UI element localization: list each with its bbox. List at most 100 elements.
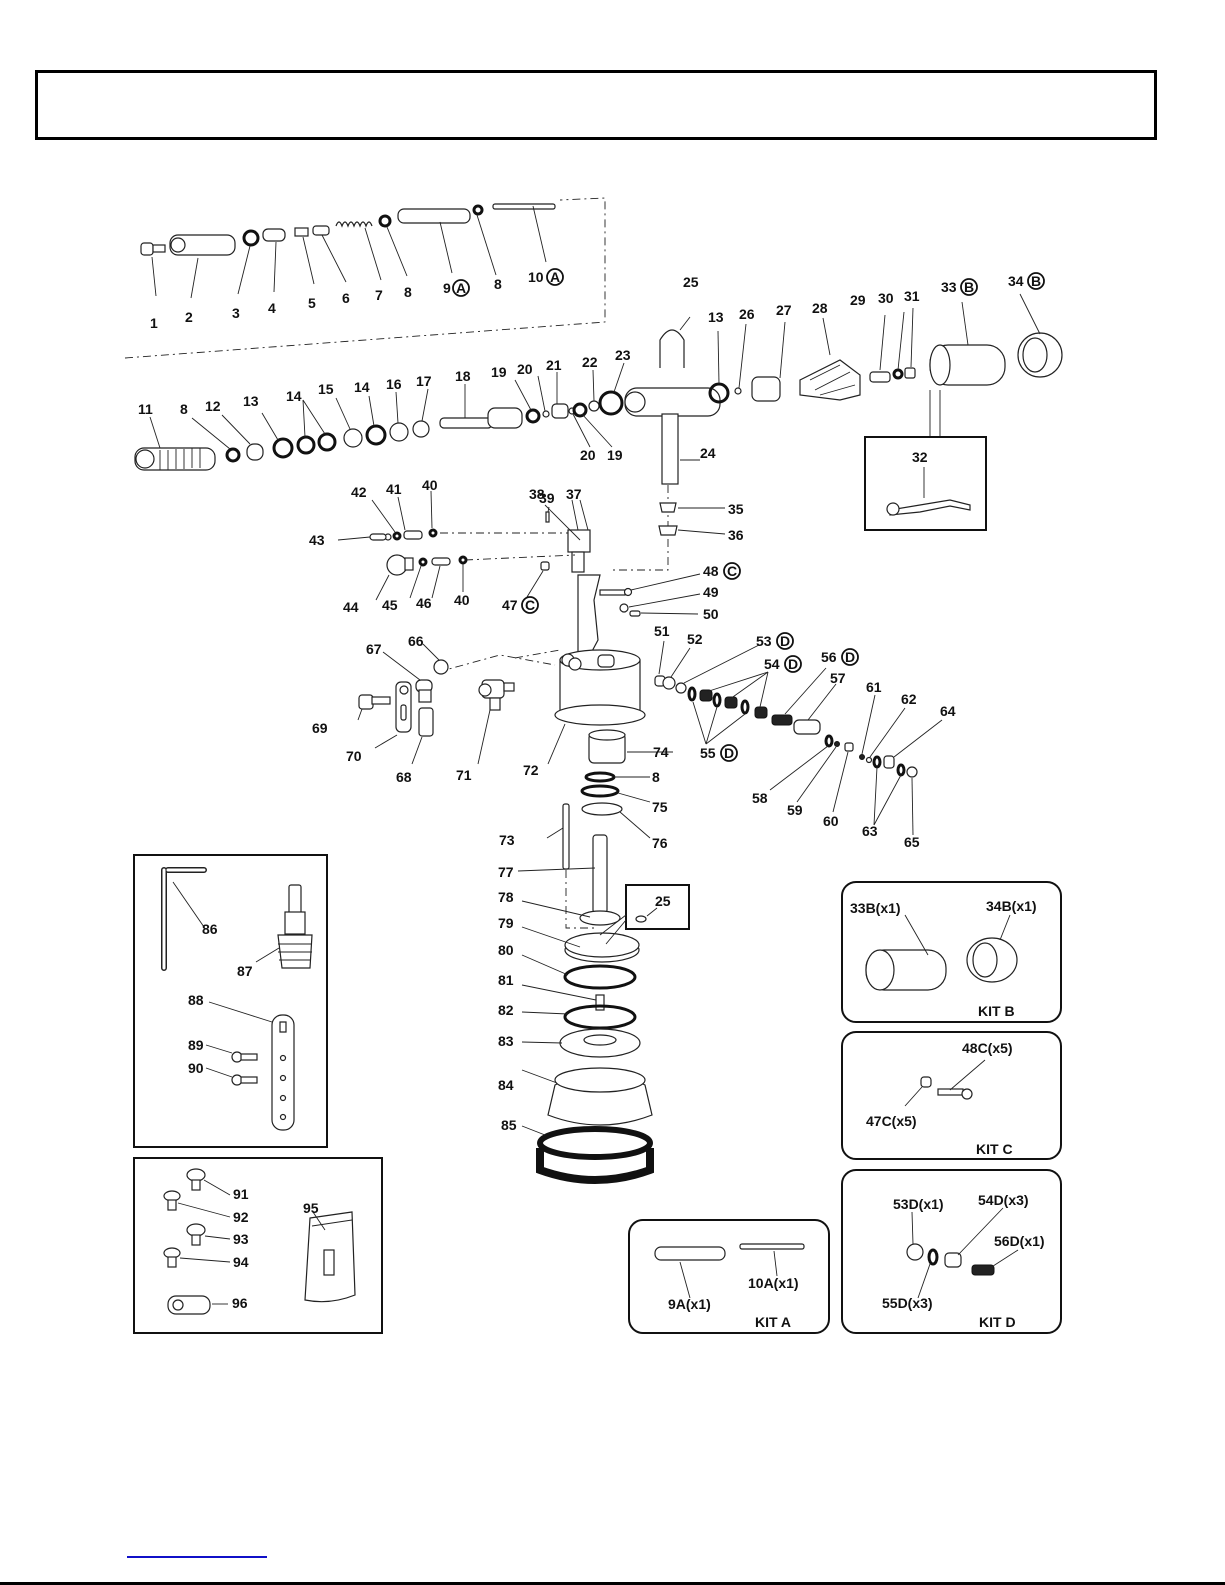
label-part-84: 84 — [498, 1077, 514, 1093]
part-81-screw — [595, 994, 605, 1011]
label-part-86: 86 — [202, 921, 218, 937]
kit-a-part-10a-mandrel — [739, 1243, 805, 1250]
kit-marker-letter: D — [780, 633, 790, 649]
part-31-nut — [904, 367, 916, 379]
tools-box — [133, 854, 328, 1148]
label-part-40-b: 40 — [454, 592, 470, 608]
label-part-66: 66 — [408, 633, 424, 649]
kit-marker-circle — [1027, 272, 1045, 290]
label-part-10: 10 — [528, 269, 544, 285]
label-part-12: 12 — [205, 398, 221, 414]
label-part-64: 64 — [940, 703, 956, 719]
label-part-52: 52 — [687, 631, 703, 647]
kit-marker-letter: A — [456, 280, 466, 296]
label-part-40: 40 — [422, 477, 438, 493]
kit-marker-circle — [452, 279, 470, 297]
label-part-27: 27 — [776, 302, 792, 318]
label-part-55-kit-d: 55 D — [700, 744, 738, 762]
part-14-o-ring — [296, 435, 316, 455]
label-part-96: 96 — [232, 1295, 248, 1311]
part-1-screw — [140, 242, 166, 256]
kit-marker-circle — [723, 562, 741, 580]
label-part-79: 79 — [498, 915, 514, 931]
label-part-31: 31 — [904, 288, 920, 304]
label-part-24: 24 — [700, 445, 716, 461]
label-part-8-c: 8 — [180, 401, 188, 417]
part-42-o-ring — [392, 531, 402, 541]
part-17-seal — [412, 420, 430, 438]
label-part-85: 85 — [501, 1117, 517, 1133]
part-12-bushing — [246, 443, 264, 461]
part-82-o-ring — [563, 1004, 637, 1030]
part-26-ball — [734, 387, 742, 395]
part-40-o-ring — [428, 528, 438, 538]
part-66-washer — [433, 659, 449, 675]
footer-rule — [0, 1582, 1225, 1585]
kit-d-item-54d: 54D(x3) — [978, 1192, 1029, 1208]
part-15-washer — [343, 428, 363, 448]
part-75-o-ring — [580, 784, 620, 798]
label-part-87: 87 — [237, 963, 253, 979]
part-58-o-ring — [824, 734, 834, 748]
part-41-plunger — [403, 530, 423, 540]
label-part-93: 93 — [233, 1231, 249, 1247]
label-part-78: 78 — [498, 889, 514, 905]
part-84-base-cap — [547, 1067, 653, 1126]
label-part-5: 5 — [308, 295, 316, 311]
part-23-o-ring — [598, 390, 624, 416]
label-part-14-b: 14 — [354, 379, 370, 395]
label-part-71: 71 — [456, 767, 472, 783]
part-53-seal — [675, 682, 687, 694]
part-45-o-ring — [418, 557, 428, 567]
part-90-screw — [231, 1074, 258, 1086]
label-part-89: 89 — [188, 1037, 204, 1053]
label-part-63: 63 — [862, 823, 878, 839]
label-part-91: 91 — [233, 1186, 249, 1202]
part-8-o-ring-b — [472, 204, 484, 216]
label-part-33-kit-b: 33 B — [941, 278, 978, 296]
label-part-68: 68 — [396, 769, 412, 785]
label-part-62: 62 — [901, 691, 917, 707]
kit-a-item-9a: 9A(x1) — [668, 1296, 711, 1312]
kit-marker-circle — [546, 268, 564, 286]
part-32-inset-box — [864, 436, 987, 531]
label-part-22: 22 — [582, 354, 598, 370]
label-part-77: 77 — [498, 864, 514, 880]
label-part-44: 44 — [343, 599, 359, 615]
label-part-76: 76 — [652, 835, 668, 851]
part-14-o-ring-c — [365, 424, 387, 446]
kit-marker-letter: D — [788, 656, 798, 672]
part-48-screw — [599, 587, 633, 597]
kit-d-item-53d: 53D(x1) — [893, 1196, 944, 1212]
label-part-18: 18 — [455, 368, 471, 384]
label-part-23: 23 — [615, 347, 631, 363]
part-25-retaining-clip — [659, 329, 685, 368]
label-part-16: 16 — [386, 376, 402, 392]
kit-d-item-55d: 55D(x3) — [882, 1295, 933, 1311]
part-11-cylinder-head — [134, 447, 216, 471]
kit-marker-letter: D — [845, 649, 855, 665]
part-28-cone — [799, 359, 861, 401]
label-part-20-b: 20 — [580, 447, 596, 463]
part-24-handle-tube — [624, 387, 721, 485]
label-part-90: 90 — [188, 1060, 204, 1076]
label-part-50: 50 — [703, 606, 719, 622]
valve-stack-seals — [687, 686, 768, 719]
part-77-tube — [592, 834, 608, 914]
part-85-base-cover — [536, 1126, 654, 1184]
part-21-valve — [551, 403, 569, 419]
kit-b-part-34b-ring — [966, 937, 1018, 983]
footer-link[interactable] — [127, 1556, 267, 1558]
part-92-nosepiece — [163, 1190, 181, 1211]
label-part-3: 3 — [232, 305, 240, 321]
part-34-sleeve-ring — [1017, 332, 1063, 378]
part-57-valve-body — [793, 719, 821, 735]
label-part-47: 47 — [502, 597, 518, 613]
label-part-21: 21 — [546, 357, 562, 373]
part-16-seal — [389, 422, 409, 442]
part-18-piston — [439, 407, 523, 429]
kit-d-part-54d-seal — [944, 1252, 962, 1268]
label-part-39: 39 — [539, 490, 555, 506]
kit-b-box — [841, 881, 1062, 1023]
label-part-48-kit-c: 48 C — [703, 562, 741, 580]
